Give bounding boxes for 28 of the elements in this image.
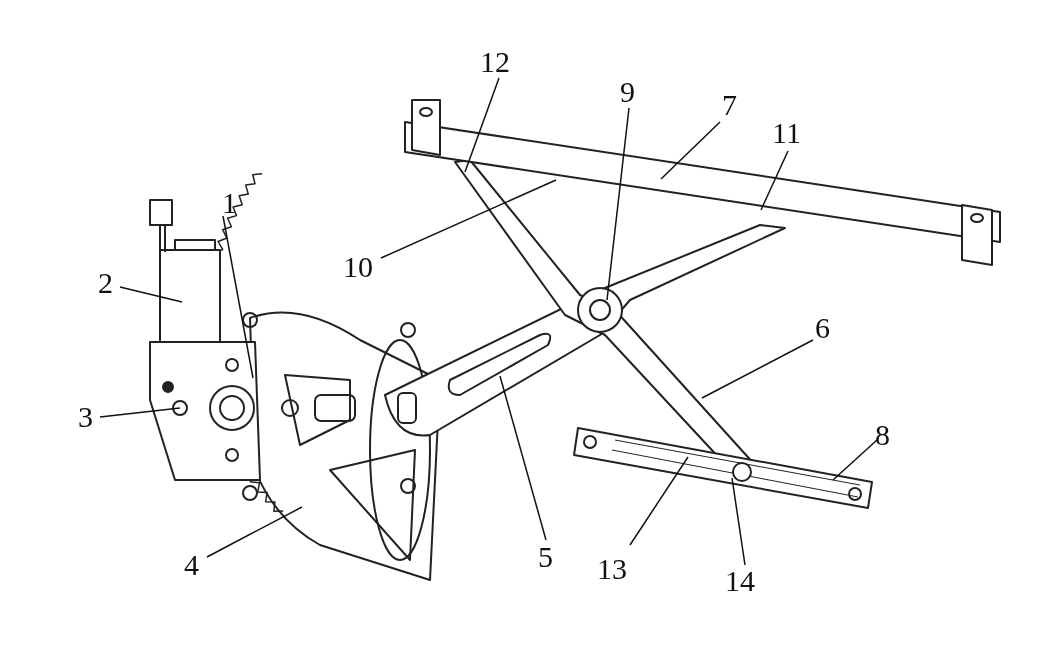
leader-line [499, 375, 547, 541]
callout-number: 8 [875, 420, 890, 450]
callout-number: 4 [184, 550, 199, 580]
leader-line [731, 477, 746, 566]
callout-number: 2 [98, 268, 113, 298]
leader-line [222, 215, 254, 379]
leader-line [832, 439, 878, 481]
callout-number: 3 [78, 402, 93, 432]
leader-line [629, 456, 689, 546]
leader-line [606, 107, 630, 301]
callout-number: 9 [620, 77, 635, 107]
leader-line [99, 407, 181, 418]
leader-line [206, 506, 303, 558]
callout-number: 7 [722, 90, 737, 120]
callout-number: 10 [343, 252, 373, 282]
callout-number: 11 [772, 118, 801, 148]
callout-number: 1 [222, 188, 237, 218]
leader-line [760, 150, 789, 211]
leader-line [464, 77, 500, 173]
callout-number: 6 [815, 313, 830, 343]
callout-number: 5 [538, 542, 553, 572]
leader-line [380, 179, 557, 259]
callout-number: 12 [480, 47, 510, 77]
callout-number: 13 [597, 554, 627, 584]
leader-line [660, 121, 721, 180]
leader-line [119, 286, 183, 303]
callout-number: 14 [725, 566, 755, 596]
leader-line [701, 339, 814, 399]
